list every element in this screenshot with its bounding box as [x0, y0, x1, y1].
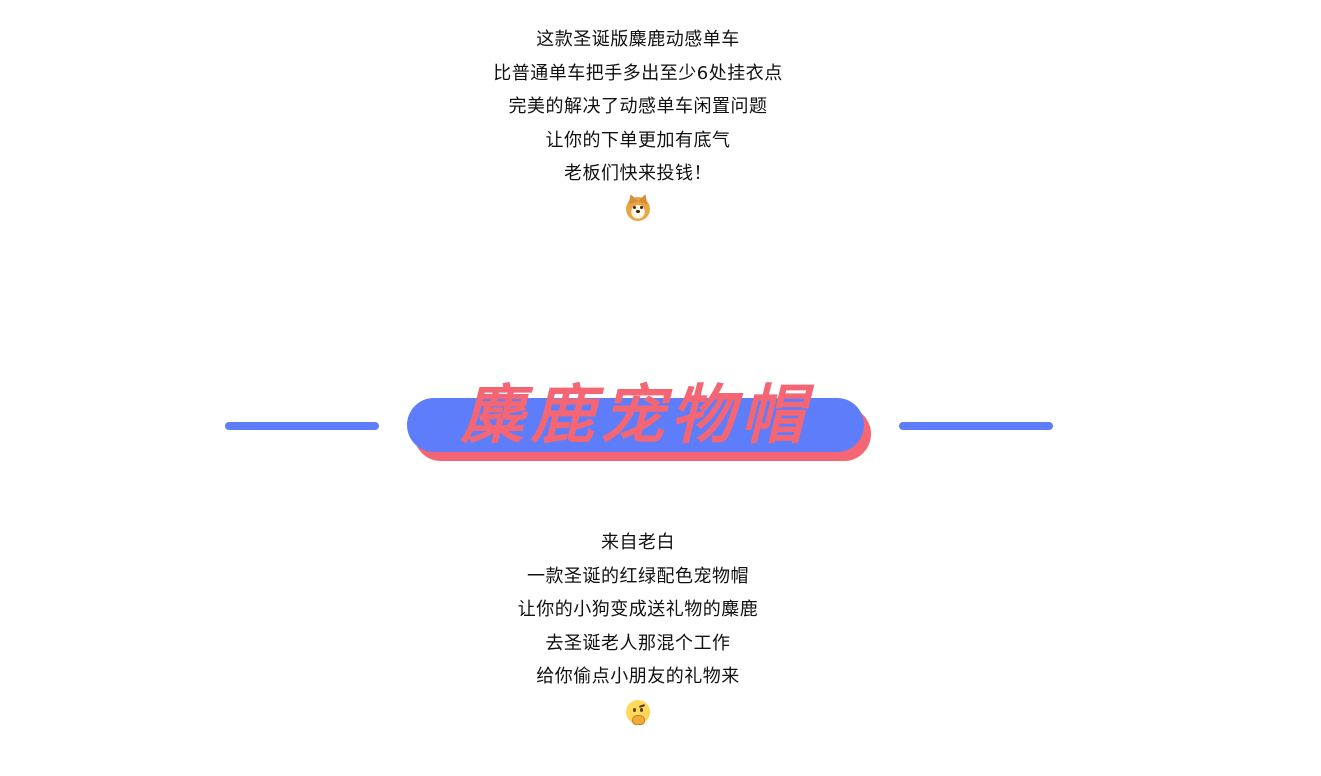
section-heading: 麋鹿宠物帽 [0, 360, 1321, 480]
intro-text-block: 这款圣诞版麋鹿动感单车 比普通单车把手多出至少6处挂衣点 完美的解决了动感单车闲… [0, 23, 1276, 232]
intro-line: 老板们快来投钱！ [564, 163, 712, 184]
section-title: 麋鹿宠物帽 [460, 379, 811, 453]
title-pill [407, 398, 864, 452]
intro-line: 让你的下单更加有底气 [545, 129, 731, 151]
intro-line: 比普通单车把手多出至少6处挂衣点 [493, 62, 783, 84]
dog-face-icon [626, 196, 650, 221]
intro-line: 完美的解决了动感单车闲置问题 [508, 96, 768, 117]
thinking-face-icon [626, 699, 650, 725]
description-line: 给你偷点小朋友的礼物来 [536, 666, 740, 687]
decorative-line-right [899, 422, 1053, 430]
description-text-block: 来自老白 一款圣诞的红绿配色宠物帽 让你的小狗变成送礼物的麋鹿 去圣诞老人那混个… [0, 526, 1276, 735]
description-line: 让你的小狗变成送礼物的麋鹿 [517, 599, 759, 620]
description-line: 去圣诞老人那混个工作 [545, 632, 731, 654]
decorative-line-left [225, 422, 379, 430]
description-line: 来自老白 [601, 532, 675, 553]
description-line: 一款圣诞的红绿配色宠物帽 [527, 565, 749, 587]
intro-line: 这款圣诞版麋鹿动感单车 [536, 29, 740, 50]
